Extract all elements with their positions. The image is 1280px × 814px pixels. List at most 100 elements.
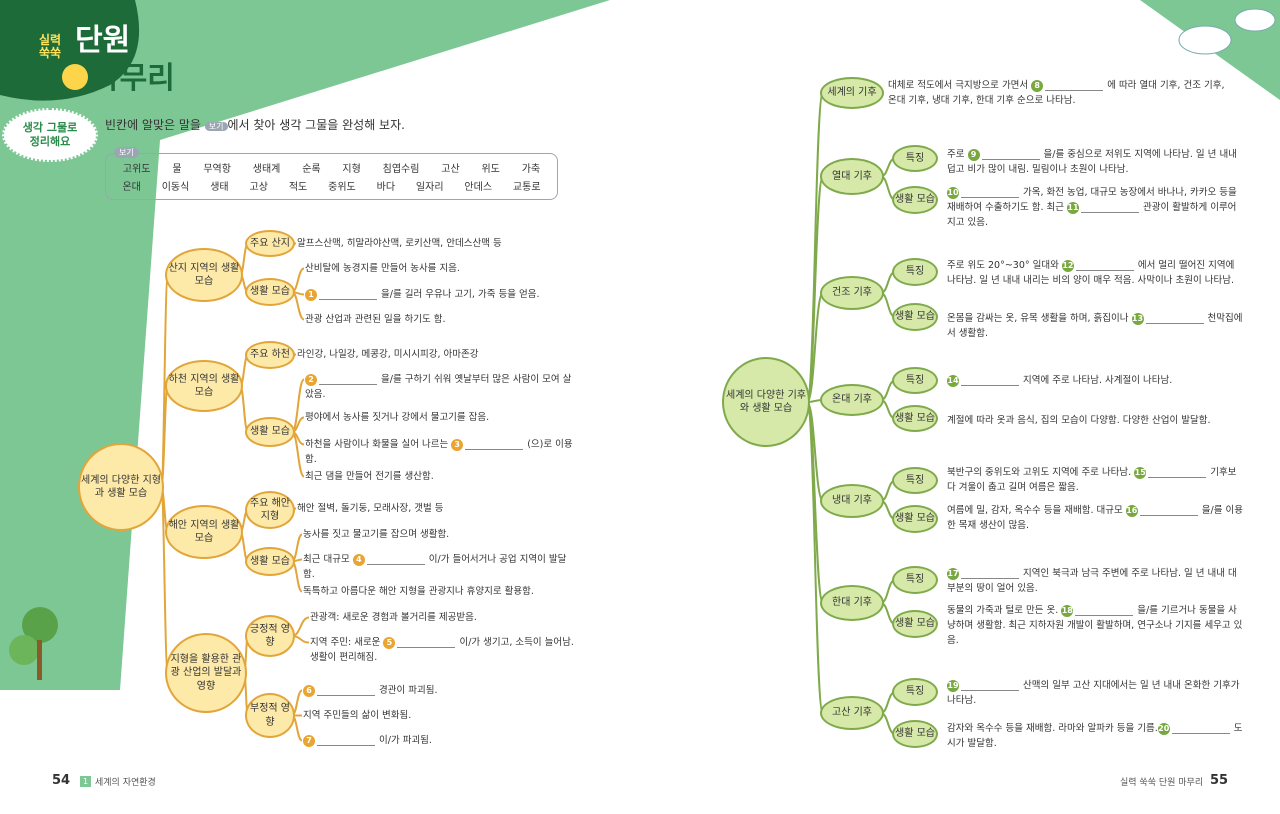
item-text: 에서 멀리 떨어진 지역에 나타남. 일 년 내내 내리는 비의 양이 매우 적… (947, 260, 1235, 286)
answer-blank (1045, 80, 1104, 91)
item-text: 대체로 적도에서 극지방으로 가면서 (888, 80, 1032, 91)
item-text: 기후보다 겨울이 춥고 길며 여름은 짧음. (947, 467, 1237, 493)
item-text: 산맥의 일부 고산 지대에서는 일 년 내내 온화한 기후가 나타남. (947, 680, 1240, 706)
item-text: 관광객: 새로운 경험과 볼거리를 제공받음. (310, 612, 477, 623)
map-item-text: 농사를 짓고 물고기를 잡으며 생활함. (303, 527, 575, 542)
blank-number-badge: 7 (303, 734, 315, 747)
blank-number-badge: 14 (947, 374, 959, 387)
item-text: 을/를 길러 우유나 고기, 가죽 등을 얻음. (381, 289, 540, 300)
branch-node: 해안 지역의 생활 모습 (165, 505, 243, 559)
item-text: 동물의 가죽과 털로 만든 옷. (947, 605, 1062, 616)
center-topic-climates: 세계의 다양한 기후와 생활 모습 (722, 357, 810, 447)
word-bank-label: 보기 (114, 147, 139, 158)
item-text: 주로 위도 20°~30° 일대와 (947, 260, 1062, 271)
blank-number-badge: 1 (305, 288, 317, 301)
sub-branch-node: 주요 하천 (245, 341, 295, 369)
branch-node-world-climate: 세계의 기후 (820, 77, 884, 109)
blank-number-badge: 12 (1061, 259, 1074, 272)
item-text: 경관이 파괴됨. (379, 685, 438, 696)
word-bank-word: 바다 (376, 182, 396, 193)
answer-blank (319, 289, 377, 300)
answer-blank (961, 680, 1019, 691)
answer-blank (981, 149, 1040, 160)
branch-node: 고산 기후 (820, 696, 884, 730)
answer-blank (961, 187, 1019, 198)
item-text: 북반구의 중위도와 고위도 지역에 주로 나타남. (947, 467, 1135, 478)
word-bank-word: 생태 (210, 182, 229, 193)
answer-blank (961, 375, 1019, 386)
chick-icon (62, 64, 88, 90)
word-bank-word: 중위도 (328, 182, 356, 193)
chapter-badge: 1 (80, 776, 91, 787)
word-bank-word: 고산 (441, 164, 460, 175)
title-badge: 실력 쑥쑥 (38, 33, 62, 60)
item-text: 지역 주민들의 삶이 변화됨. (303, 710, 412, 721)
branch-node: 냉대 기후 (820, 484, 884, 518)
map-item-text: 하천을 사람이나 화물을 실어 나르는 3(으)로 이용함. (305, 437, 575, 467)
sub-branch-node: 생활 모습 (892, 720, 938, 748)
blank-number-badge: 19 (947, 679, 959, 692)
blank-number-badge: 16 (1125, 504, 1138, 517)
item-text: 하천을 사람이나 화물을 실어 나르는 (305, 439, 452, 450)
word-bank-word: 물 (172, 164, 182, 175)
sub-branch-node: 생활 모습 (245, 417, 295, 447)
sub-branch-node: 생활 모습 (892, 610, 938, 638)
blank-number-badge: 10 (947, 186, 959, 199)
answer-blank (319, 374, 377, 385)
blank-number-badge: 4 (352, 553, 365, 566)
item-text: 천막집에서 생활함. (947, 313, 1243, 339)
chapter-title: 세계의 자연환경 (95, 778, 156, 788)
map-item-text: 1 을/를 길러 우유나 고기, 가죽 등을 얻음. (305, 287, 575, 302)
item-text: 지역 주민: 새로운 (310, 637, 384, 648)
word-bank-word: 교통로 (512, 182, 541, 193)
item-text: 해안 절벽, 돌기둥, 모래사장, 갯벌 등 (297, 503, 444, 514)
blank-number-badge: 11 (1066, 201, 1079, 214)
branch-node: 하천 지역의 생활 모습 (165, 360, 243, 412)
sub-branch-node: 부정적 영향 (245, 693, 295, 738)
item-text: 지역인 북극과 남극 주변에 주로 나타남. 일 년 내내 대부분의 땅이 얼어… (947, 568, 1237, 594)
map-item-text: 관광 산업과 관련된 일을 하기도 함. (305, 312, 575, 327)
map-item-text: 관광객: 새로운 경험과 볼거리를 제공받음. (310, 610, 575, 625)
item-text: (으)로 이용함. (305, 439, 573, 465)
tree-illustration (9, 607, 58, 680)
branch-node: 온대 기후 (820, 384, 884, 416)
answer-blank (1075, 260, 1134, 271)
sub-branch-node: 생활 모습 (892, 303, 938, 331)
item-text: 산비탈에 농경지를 만들어 농사를 지음. (305, 263, 460, 274)
word-bank-word: 무역항 (203, 164, 231, 175)
answer-blank (317, 735, 375, 746)
blank-number-badge: 5 (383, 636, 396, 649)
answer-blank (465, 439, 524, 450)
map-item-text: 라인강, 나일강, 메콩강, 미시시피강, 아마존강 (297, 347, 575, 362)
answer-blank (366, 554, 425, 565)
answer-blank (1145, 313, 1204, 324)
word-bank-word: 온대 (122, 182, 141, 193)
blank-number-badge: 15 (1134, 466, 1147, 479)
item-text: 을/를 구하기 쉬워 옛날부터 많은 사람이 모여 살았음. (305, 374, 572, 400)
word-bank-word: 일자리 (415, 182, 444, 193)
sub-branch-node: 특징 (892, 258, 938, 286)
item-text: 가옥, 화전 농업, 대규모 농장에서 바나나, 카카오 등을 재배하여 수출하… (947, 187, 1237, 213)
map-item-text: 계절에 따라 옷과 음식, 집의 모습이 다양함. 다양한 산업이 발달함. (947, 413, 1245, 428)
sub-branch-node: 생활 모습 (245, 278, 295, 306)
word-bank-word: 이동식 (161, 182, 190, 193)
item-text: 독특하고 아름다운 해안 지형을 관광지나 휴양지로 활용함. (303, 586, 534, 597)
blank-number-badge: 3 (451, 438, 464, 451)
map-item-text: 산비탈에 농경지를 만들어 농사를 지음. (305, 261, 575, 276)
map-item-text: 독특하고 아름다운 해안 지형을 관광지나 휴양지로 활용함. (303, 584, 575, 599)
word-bank-word: 지형 (342, 164, 361, 175)
blank-number-badge: 8 (1031, 79, 1044, 92)
blank-number-badge: 2 (305, 373, 317, 386)
blank-number-badge: 17 (947, 567, 959, 580)
